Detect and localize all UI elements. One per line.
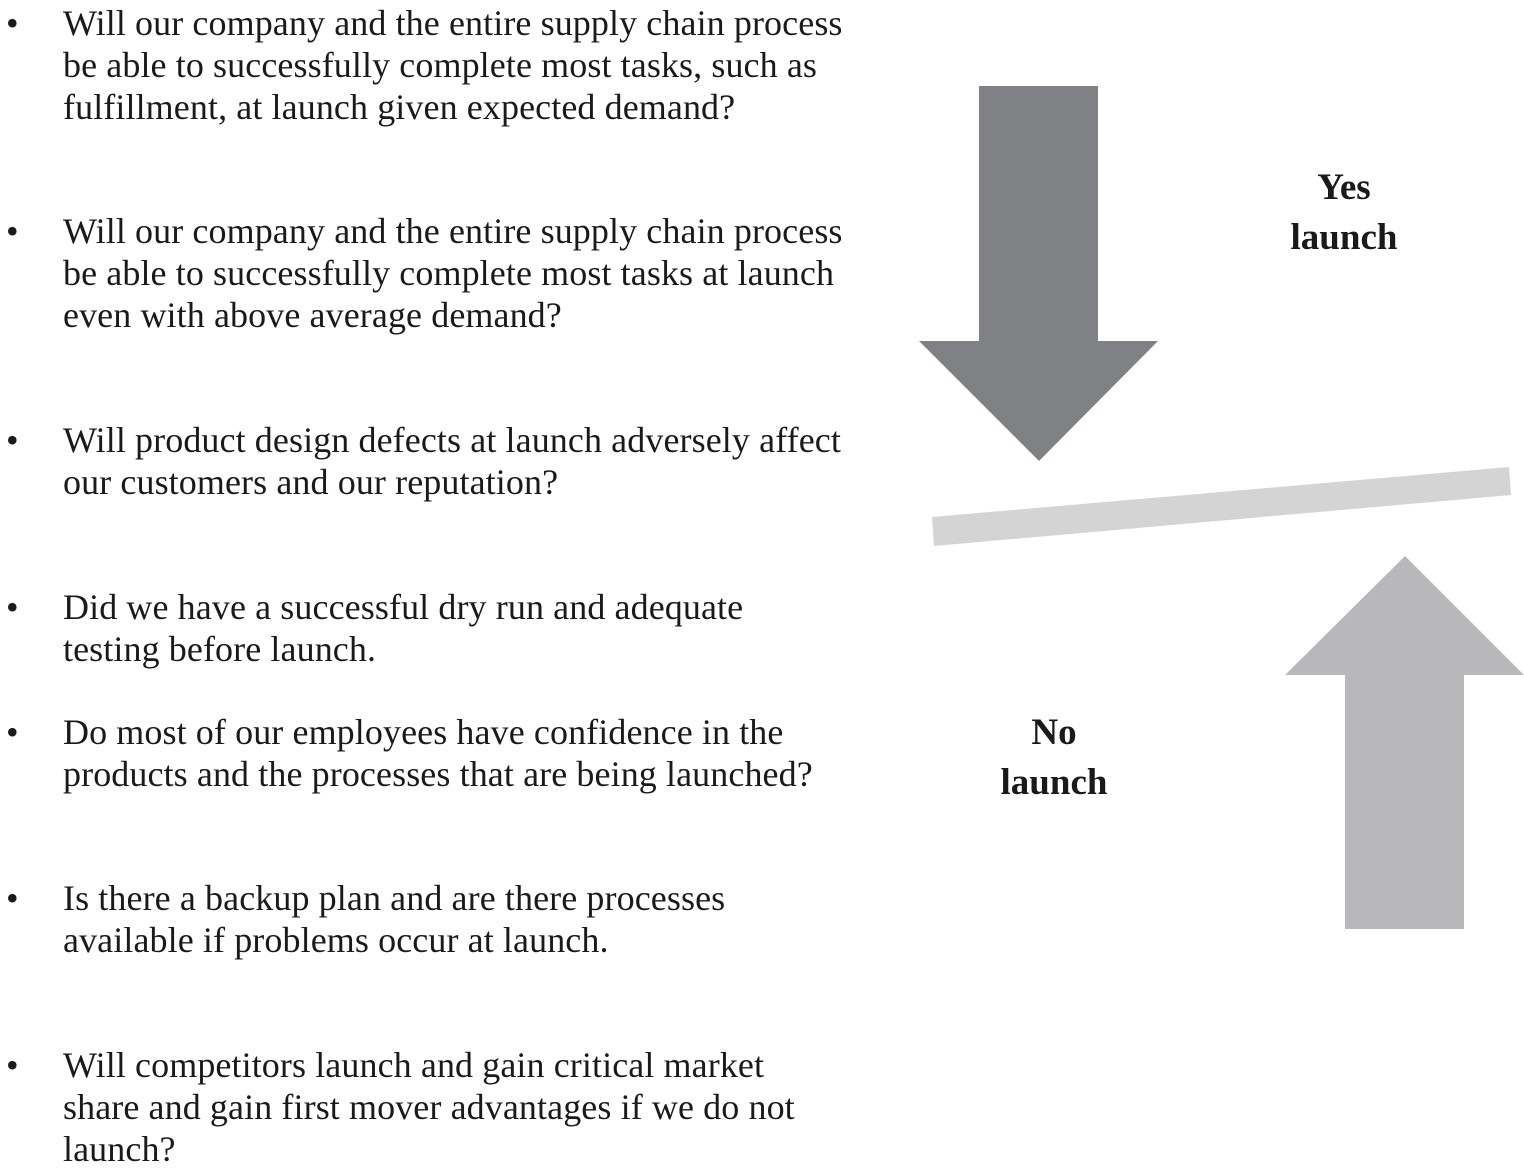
bullet: • bbox=[6, 712, 19, 752]
bullet: • bbox=[6, 420, 19, 460]
launch-balance-diagram: Yes launch No launch bbox=[860, 0, 1524, 1173]
no-launch-label: No launch bbox=[954, 708, 1154, 808]
bullet: • bbox=[6, 878, 19, 918]
question-text: Will competitors launch and gain critica… bbox=[63, 1045, 795, 1169]
up-arrow-icon bbox=[1285, 556, 1524, 929]
bullet: • bbox=[6, 3, 19, 43]
question-text: Will product design defects at launch ad… bbox=[63, 420, 841, 502]
question-text: Will our company and the entire supply c… bbox=[63, 211, 843, 335]
bullet: • bbox=[6, 1045, 19, 1085]
question-text: Do most of our employees have confidence… bbox=[63, 712, 813, 794]
no-label-line2: launch bbox=[1000, 762, 1108, 803]
yes-launch-label: Yes launch bbox=[1244, 163, 1444, 263]
down-arrow-icon bbox=[919, 86, 1158, 461]
yes-label-line1: Yes bbox=[1317, 167, 1371, 208]
no-label-line1: No bbox=[1031, 712, 1077, 753]
diagram-graphic bbox=[919, 86, 1524, 929]
balance-bar bbox=[932, 467, 1511, 546]
bullet: • bbox=[6, 587, 19, 627]
question-text: Is there a backup plan and are there pro… bbox=[63, 878, 726, 960]
question-text: Will our company and the entire supply c… bbox=[63, 3, 843, 127]
question-text: Did we have a successful dry run and ade… bbox=[63, 587, 744, 669]
question-list: • Will our company and the entire supply… bbox=[6, 3, 843, 1169]
bullet: • bbox=[6, 211, 19, 251]
yes-label-line2: launch bbox=[1290, 217, 1398, 258]
